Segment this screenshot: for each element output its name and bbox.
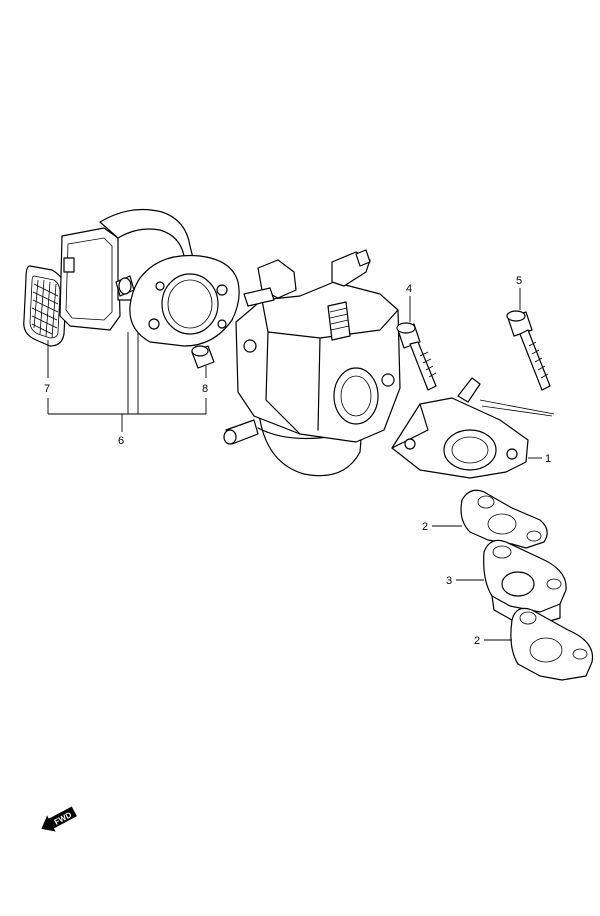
part-5-bolt xyxy=(506,310,551,391)
part-1-manifold xyxy=(391,377,555,479)
callout-1: 1 xyxy=(545,453,551,465)
callout-6: 6 xyxy=(118,435,124,447)
callout-2-lower: 2 xyxy=(474,635,480,647)
part-2-gasket-lower xyxy=(510,607,594,681)
callout-5: 5 xyxy=(516,275,522,287)
part-6-intake-case xyxy=(59,208,240,347)
callout-2-upper: 2 xyxy=(422,521,428,533)
callout-7: 7 xyxy=(44,383,50,395)
part-7-filter-element xyxy=(23,265,67,347)
fwd-arrow-icon: FWD xyxy=(41,806,77,832)
carburetor-body xyxy=(223,249,401,477)
part-3-insulator xyxy=(483,539,567,625)
leader-lines xyxy=(47,288,542,641)
callout-4: 4 xyxy=(406,283,412,295)
part-4-bolt xyxy=(396,322,437,391)
callout-3: 3 xyxy=(446,575,452,587)
callout-8: 8 xyxy=(202,383,208,395)
part-2-gasket-upper xyxy=(460,489,548,549)
part-8-bushing xyxy=(191,345,215,369)
